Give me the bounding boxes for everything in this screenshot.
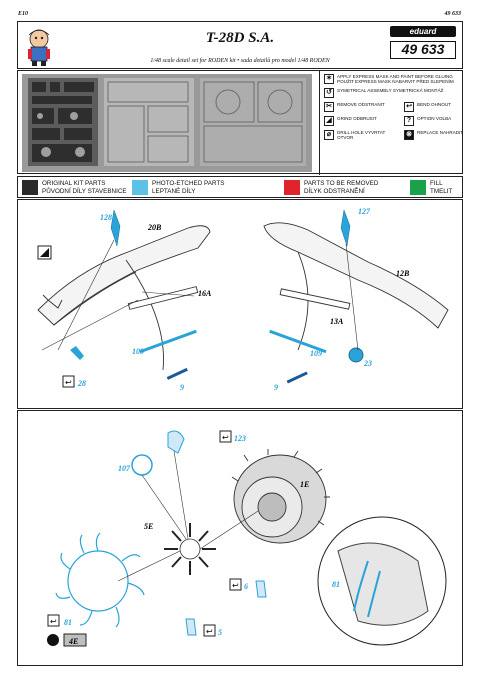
pe-part-123: [167, 430, 185, 454]
swatch-fill: [410, 180, 426, 195]
swatch-original: [22, 180, 38, 195]
legend-option: ?OPTION VOLBA: [404, 116, 464, 126]
label-12B: 12B: [396, 269, 410, 278]
step2-drawing: ↩ ↩ ↩ ↩ 107 123 1E 5E 6 5 81: [47, 430, 447, 647]
label-5: 5: [218, 628, 222, 637]
legend-grind: ◢GRIND ODBRUSIT: [324, 116, 386, 126]
pe-part-6: [255, 580, 267, 598]
symmetrical-icon: ↺: [324, 88, 334, 98]
engine-part-1E: [231, 449, 330, 544]
pe-strip-109-left: [139, 329, 197, 354]
assembly-step-1: ↩ 128 20B 16A 109 9 28 127 12B 13A 109 9…: [17, 199, 463, 409]
product-title: T-28D S.A.: [205, 30, 275, 46]
legend-mask: ✶APPLY EXPRESS MASK AND PAINT BEFORE GLU…: [324, 74, 462, 84]
legend-photo-etched-parts: PHOTO-ETCHED PARTS LEPTANÉ DÍLY: [132, 180, 242, 195]
drill-icon: ⌀: [324, 130, 334, 140]
mask-icon: ✶: [324, 74, 334, 84]
label-127: 127: [358, 207, 371, 216]
svg-text:↩: ↩: [222, 433, 229, 442]
photo-etch-fret-image: [22, 74, 312, 172]
left-assembly: [37, 225, 211, 371]
catalog-number: 49 633: [390, 41, 456, 59]
right-assembly: [263, 222, 449, 351]
option-icon: ?: [404, 116, 414, 126]
pe-part-9-left: [166, 367, 188, 380]
grind-icon: ◢: [324, 116, 334, 126]
label-5E: 5E: [144, 522, 153, 531]
remove-icon: ✂: [324, 102, 334, 112]
bend-icon-28: [62, 375, 75, 388]
svg-text:↩: ↩: [50, 617, 57, 626]
legend-replace: ⊗REPLACE NAHRADIT: [404, 130, 464, 140]
pe-wiring-81: [55, 532, 145, 628]
bend-icon-81: [47, 614, 60, 627]
pe-part-5: [185, 618, 197, 636]
label-23: 23: [363, 359, 372, 368]
svg-text:↩: ↩: [206, 627, 213, 636]
label-16A: 16A: [198, 289, 212, 298]
replace-icon: ⊗: [404, 130, 414, 140]
label-109-left: 109: [132, 347, 144, 356]
svg-text:↩: ↩: [65, 378, 72, 387]
svg-text:↩: ↩: [232, 581, 239, 590]
pe-part-107: [131, 454, 153, 476]
pe-part-9-right: [286, 371, 308, 384]
label-109-right: 109: [310, 349, 322, 358]
cylinder-part-5E: [164, 523, 216, 575]
label-13A: 13A: [330, 317, 344, 326]
label-81-detail: 81: [332, 580, 340, 589]
pe-part-128: [110, 209, 121, 247]
fret-panel: ✶APPLY EXPRESS MASK AND PAINT BEFORE GLU…: [17, 70, 464, 175]
pe-strip-109-right: [269, 329, 327, 354]
legend-bend: ↩BEND OHNOUT: [404, 102, 464, 112]
assembly-step-2: ↩ ↩ ↩ ↩ 107 123 1E 5E 6 5 81: [17, 410, 463, 666]
header-panel: T-28D S.A. 1/48 scale detail set for ROD…: [17, 21, 463, 69]
page-number-right: 49 633: [444, 11, 462, 17]
label-6: 6: [244, 582, 248, 591]
legend-drill: ⌀DRILL HOLE VYVRTAT OTVOR: [324, 130, 386, 140]
legend-parts-to-remove: PARTS TO BE REMOVED DÍLYK ODSTRANĚNÍ: [284, 180, 394, 195]
swatch-remove: [284, 180, 300, 195]
label-81: 81: [64, 618, 72, 627]
label-1E: 1E: [300, 480, 309, 489]
legend-fill: FILL TMELIT: [410, 180, 462, 195]
product-subtitle: 1/48 scale detail set for RODEN kit • sa…: [150, 58, 330, 64]
label-9-right: 9: [274, 383, 278, 392]
label-9-left: 9: [180, 383, 184, 392]
brand-logo: eduard: [390, 26, 456, 37]
color-legend-bar: ORIGINAL KIT PARTS PŮVODNÍ DÍLY STAVEBNI…: [17, 176, 463, 198]
legend-symmetrical: ↺SYMETRICAL ASSEMBLY SYMETRICKÁ MONTÁŽ: [324, 88, 462, 98]
detail-callout: [317, 516, 447, 646]
mascot-logo: [28, 29, 50, 66]
instruction-icon-legend: ✶APPLY EXPRESS MASK AND PAINT BEFORE GLU…: [319, 71, 464, 175]
label-4E: 4E: [68, 637, 78, 646]
bend-icon-5: [203, 624, 216, 637]
pe-part-23: [348, 347, 364, 363]
label-128: 128: [100, 213, 112, 222]
bend-icon-123: [219, 430, 232, 443]
label-28: 28: [77, 379, 86, 388]
bend-icon-6: [229, 578, 242, 591]
swatch-photo-etched: [132, 180, 148, 195]
page-number-left: E10: [18, 11, 29, 17]
label-123: 123: [234, 434, 246, 443]
bend-icon: ↩: [404, 102, 414, 112]
legend-remove: ✂REMOVE ODSTRANIT: [324, 102, 386, 112]
step1-drawing: ↩ 128 20B 16A 109 9 28 127 12B 13A 109 9…: [37, 207, 449, 392]
legend-original-kit-parts: ORIGINAL KIT PARTS PŮVODNÍ DÍLY STAVEBNI…: [22, 180, 132, 195]
replace-icon: [47, 634, 59, 646]
pe-part-127: [340, 209, 351, 247]
label-20B: 20B: [147, 223, 162, 232]
label-107: 107: [118, 464, 131, 473]
pe-bend-28: [70, 346, 84, 360]
